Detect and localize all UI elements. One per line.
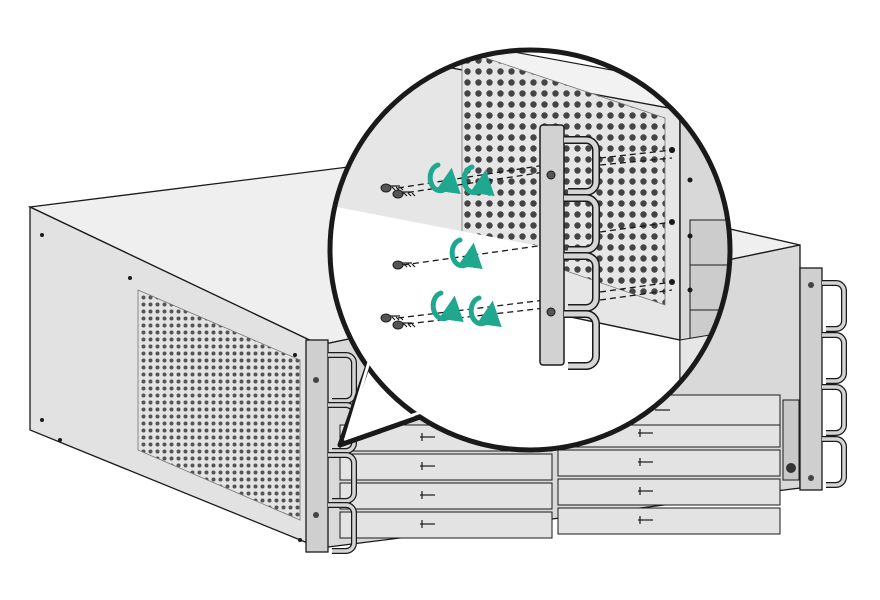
zoom-cable-bracket [539, 124, 600, 370]
clockwise-rotation-arrow-icon [427, 162, 461, 195]
clockwise-rotation-arrow-icon [430, 290, 464, 323]
clockwise-rotation-arrow-icon [468, 295, 502, 328]
screw-icon [392, 189, 416, 199]
card-slot [557, 507, 781, 535]
card-slot [557, 449, 781, 477]
clockwise-rotation-arrow-icon [461, 164, 495, 197]
screw-icon [392, 260, 416, 270]
screw-icon [392, 320, 416, 330]
indicator-panel [782, 399, 800, 481]
card-slot [339, 482, 553, 510]
side-vent-grille [137, 289, 301, 521]
rotation-arrows [427, 162, 502, 328]
screw-icon [380, 313, 404, 323]
power-indicator-icon [786, 463, 796, 473]
card-slot [339, 511, 553, 539]
card-slot [557, 478, 781, 506]
right-cable-bracket [799, 267, 847, 491]
left-cable-bracket [305, 339, 357, 554]
mounting-screws [380, 183, 416, 330]
mounting-holes [669, 147, 693, 293]
clockwise-rotation-arrow-icon [449, 237, 483, 270]
screw-icon [380, 183, 404, 193]
card-slot [339, 453, 553, 481]
side-panel-screws [40, 233, 302, 542]
magnifier-callout [327, 47, 733, 453]
